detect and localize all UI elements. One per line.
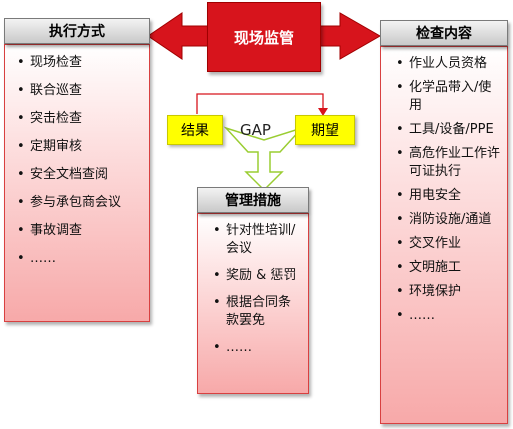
result-label: 结果 xyxy=(181,123,209,139)
list-item: 环境保护 xyxy=(396,283,501,301)
inspection-content-body: 作业人员资格 化学品带入/使用 工具/设备/PPE 高危作业工作许可证执行 用电… xyxy=(380,46,508,424)
list-item: 奖励 & 惩罚 xyxy=(213,267,302,285)
execution-methods-header: 执行方式 xyxy=(4,18,150,44)
inspection-content-panel: 检查内容 作业人员资格 化学品带入/使用 工具/设备/PPE 高危作业工作许可证… xyxy=(380,20,508,424)
expectation-tag: 期望 xyxy=(295,115,355,145)
list-item: 高危作业工作许可证执行 xyxy=(396,145,501,181)
list-item: 突击检查 xyxy=(17,110,141,128)
execution-methods-list: 现场检查 联合巡查 突击检查 定期审核 安全文档查阅 参与承包商会议 事故调查 … xyxy=(5,45,149,268)
list-item: 交叉作业 xyxy=(396,235,501,253)
gap-label: GAP xyxy=(240,121,271,139)
list-item: 定期审核 xyxy=(17,138,141,156)
list-item: …… xyxy=(17,250,141,268)
management-measures-list: 针对性培训/会议 奖励 & 惩罚 根据合同条款罢免 …… xyxy=(198,214,308,357)
on-site-supervision-box: 现场监管 xyxy=(207,2,321,72)
list-item: 针对性培训/会议 xyxy=(213,222,302,258)
list-item: 作业人员资格 xyxy=(396,55,501,73)
list-item: …… xyxy=(213,339,302,357)
inspection-content-header: 检查内容 xyxy=(380,20,508,46)
execution-methods-body: 现场检查 联合巡查 突击检查 定期审核 安全文档查阅 参与承包商会议 事故调查 … xyxy=(4,44,150,322)
execution-methods-title: 执行方式 xyxy=(49,24,105,40)
bracket-arrowhead-icon xyxy=(318,108,328,116)
management-measures-body: 针对性培训/会议 奖励 & 惩罚 根据合同条款罢免 …… xyxy=(197,213,309,394)
list-item: 消防设施/通道 xyxy=(396,211,501,229)
result-tag: 结果 xyxy=(167,115,223,145)
center-label: 现场监管 xyxy=(233,28,294,47)
result-expect-bracket xyxy=(196,93,324,114)
list-item: 现场检查 xyxy=(17,54,141,72)
list-item: 根据合同条款罢免 xyxy=(213,294,302,330)
management-measures-title: 管理措施 xyxy=(225,193,281,209)
management-measures-header: 管理措施 xyxy=(197,187,309,213)
inspection-content-title: 检查内容 xyxy=(416,26,472,42)
list-item: 用电安全 xyxy=(396,187,501,205)
list-item: 文明施工 xyxy=(396,259,501,277)
list-item: 安全文档查阅 xyxy=(17,166,141,184)
list-item: …… xyxy=(396,307,501,325)
execution-methods-panel: 执行方式 现场检查 联合巡查 突击检查 定期审核 安全文档查阅 参与承包商会议 … xyxy=(4,18,150,322)
expectation-label: 期望 xyxy=(311,123,339,139)
list-item: 工具/设备/PPE xyxy=(396,121,501,139)
list-item: 化学品带入/使用 xyxy=(396,79,501,115)
list-item: 参与承包商会议 xyxy=(17,194,141,212)
list-item: 联合巡查 xyxy=(17,82,141,100)
inspection-content-list: 作业人员资格 化学品带入/使用 工具/设备/PPE 高危作业工作许可证执行 用电… xyxy=(381,47,507,325)
list-item: 事故调查 xyxy=(17,222,141,240)
management-measures-panel: 管理措施 针对性培训/会议 奖励 & 惩罚 根据合同条款罢免 …… xyxy=(197,187,309,394)
